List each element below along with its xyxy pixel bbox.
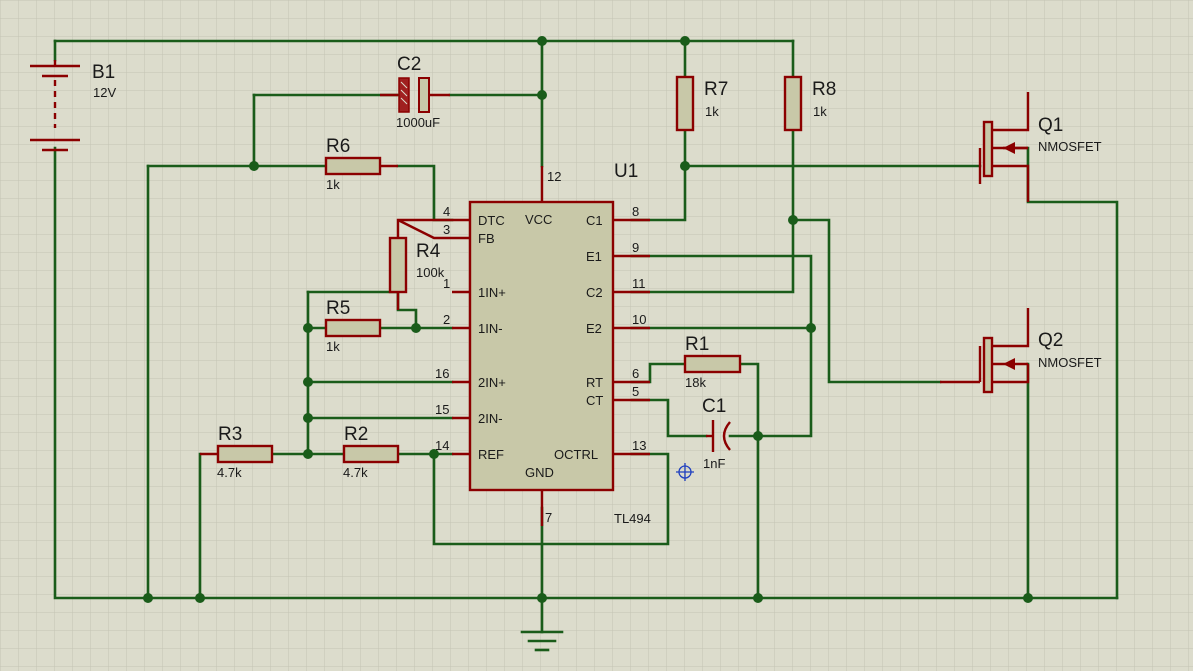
r8-value: 1k <box>813 104 827 119</box>
r1-ref: R1 <box>685 334 709 355</box>
pin-num-l2: 1 <box>443 276 450 291</box>
resistor-r1[interactable]: R1 18k <box>683 334 742 390</box>
junctions <box>143 36 1033 603</box>
mosfet-q1[interactable]: Q1 NMOSFET <box>978 92 1102 202</box>
pin-name-r5: CT <box>586 393 603 408</box>
pin-name-gnd: GND <box>525 465 554 480</box>
resistor-r5[interactable]: R5 1k <box>324 298 382 354</box>
pin-name-l1: FB <box>478 231 495 246</box>
pin-num-r3: 10 <box>632 312 646 327</box>
q1-ref: Q1 <box>1038 115 1063 136</box>
capacitor-c1[interactable]: C1 1nF <box>702 396 731 471</box>
r8-ref: R8 <box>812 79 836 100</box>
pin-name-vcc: VCC <box>525 212 552 227</box>
r3-value: 4.7k <box>217 465 242 480</box>
pin-num-r1: 9 <box>632 240 639 255</box>
capacitor-c2[interactable]: C2 1000uF <box>380 54 450 130</box>
wires <box>53 39 1119 634</box>
pin-num-bottom: 7 <box>545 510 552 525</box>
pin-name-r2: C2 <box>586 285 603 300</box>
pin-name-r1: E1 <box>586 249 602 264</box>
pin-name-r6: OCTRL <box>554 447 598 462</box>
pin-name-l2: 1IN+ <box>478 285 506 300</box>
pin-name-l6: REF <box>478 447 504 462</box>
c2-value: 1000uF <box>396 115 440 130</box>
pin-name-r4: RT <box>586 375 603 390</box>
pin-num-l5: 15 <box>435 402 449 417</box>
r5-ref: R5 <box>326 298 350 319</box>
pin-num-r5: 5 <box>632 384 639 399</box>
crosshair-cursor-icon <box>676 463 694 481</box>
b1-value: 12V <box>93 85 116 100</box>
resistor-r2[interactable]: R2 4.7k <box>342 424 400 480</box>
pin-num-l6: 14 <box>435 438 449 453</box>
pin-name-l4: 2IN+ <box>478 375 506 390</box>
pin-num-r4: 6 <box>632 366 639 381</box>
u1-part: TL494 <box>614 511 651 526</box>
resistor-r3[interactable]: R3 4.7k <box>200 424 274 480</box>
r7-value: 1k <box>705 104 719 119</box>
pin-num-l3: 2 <box>443 312 450 327</box>
ground-icon[interactable] <box>520 630 564 652</box>
mosfet-q2[interactable]: Q2 NMOSFET <box>940 308 1102 394</box>
r7-ref: R7 <box>704 79 728 100</box>
pin-num-top: 12 <box>547 169 561 184</box>
pin-name-r3: E2 <box>586 321 602 336</box>
pin-num-r6: 13 <box>632 438 646 453</box>
resistor-r8[interactable]: R8 1k <box>783 75 836 132</box>
q2-type: NMOSFET <box>1038 355 1102 370</box>
r6-value: 1k <box>326 177 340 192</box>
pin-num-r2: 11 <box>632 276 646 291</box>
pin-num-r0: 8 <box>632 204 639 219</box>
u1-ref: U1 <box>614 161 638 182</box>
r4-value: 100k <box>416 265 445 280</box>
r1-value: 18k <box>685 375 706 390</box>
r5-value: 1k <box>326 339 340 354</box>
r2-ref: R2 <box>344 424 368 445</box>
pin-name-l5: 2IN- <box>478 411 503 426</box>
ic-u1[interactable]: U1 TL494 12 VCC 7 GND 4 DTC 3 FB 1 1IN+ … <box>434 161 651 526</box>
pin-num-l4: 16 <box>435 366 449 381</box>
pin-num-l0: 4 <box>443 204 450 219</box>
c1-ref: C1 <box>702 396 726 417</box>
resistor-r7[interactable]: R7 1k <box>675 75 728 132</box>
resistor-r6[interactable]: R6 1k <box>324 136 398 192</box>
pin-name-l3: 1IN- <box>478 321 503 336</box>
q2-ref: Q2 <box>1038 330 1063 351</box>
b1-ref: B1 <box>92 62 115 83</box>
resistor-r4[interactable]: R4 100k <box>388 218 452 310</box>
r3-ref: R3 <box>218 424 242 445</box>
pin-name-r0: C1 <box>586 213 603 228</box>
r4-ref: R4 <box>416 241 441 262</box>
c2-ref: C2 <box>397 54 421 75</box>
battery-b1[interactable]: B1 12V <box>30 60 116 152</box>
r6-ref: R6 <box>326 136 350 157</box>
pin-name-l0: DTC <box>478 213 505 228</box>
r2-value: 4.7k <box>343 465 368 480</box>
pin-num-l1: 3 <box>443 222 450 237</box>
q1-type: NMOSFET <box>1038 139 1102 154</box>
c1-value: 1nF <box>703 456 725 471</box>
